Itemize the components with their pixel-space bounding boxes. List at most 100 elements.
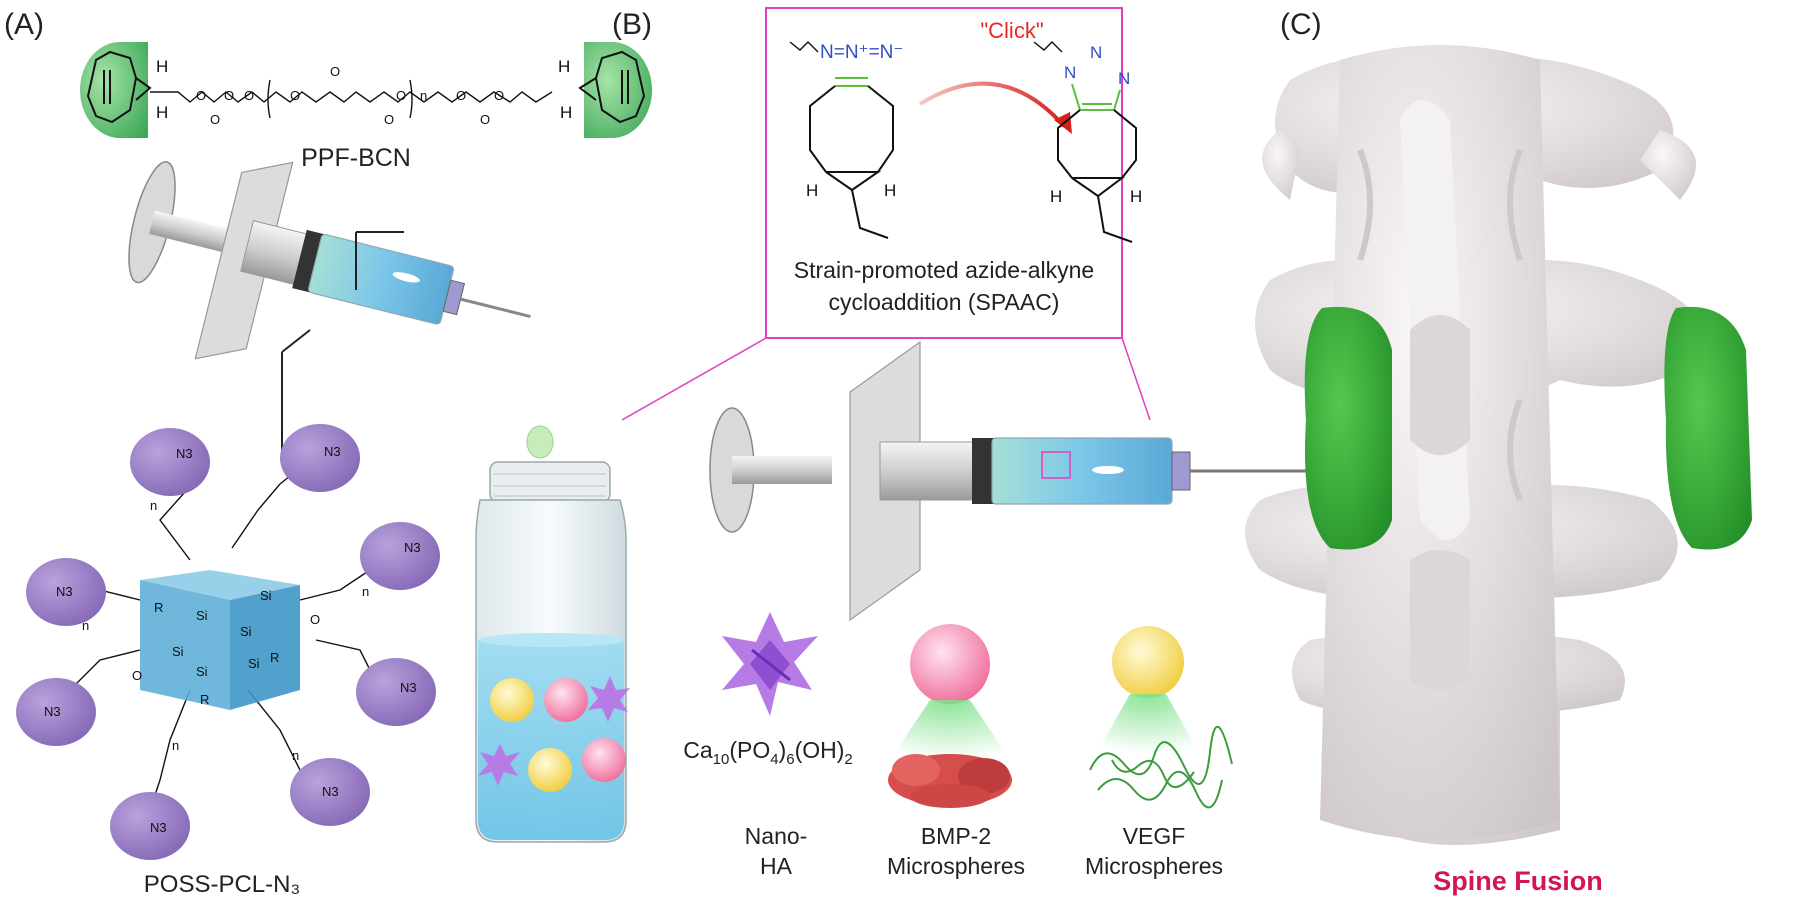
svg-text:N3: N3 [322, 784, 339, 799]
svg-text:N3: N3 [404, 540, 421, 555]
bmp2-label-line2: Microspheres [887, 853, 1025, 879]
svg-text:N=N⁺=N⁻: N=N⁺=N⁻ [820, 42, 903, 63]
svg-text:O: O [210, 112, 220, 127]
svg-text:O: O [480, 112, 490, 127]
azide-cap-6: N3 [16, 678, 96, 746]
svg-text:N: N [1118, 69, 1130, 88]
svg-text:O: O [290, 88, 300, 103]
svg-text:O: O [196, 88, 206, 103]
svg-text:R: R [200, 692, 209, 707]
svg-text:O: O [224, 88, 234, 103]
syringe-a [128, 161, 531, 360]
poss-pcl-n3-structure: Si Si Si Si Si Si R R R O O n n n n n n … [16, 424, 440, 860]
svg-text:H: H [558, 57, 570, 76]
svg-text:H: H [156, 57, 168, 76]
pink-microsphere [582, 738, 626, 782]
poss-pcl-n3-label: POSS-PCL-N₃ [144, 871, 300, 898]
svg-text:H: H [560, 103, 572, 122]
svg-text:N3: N3 [150, 820, 167, 835]
yellow-microsphere [490, 678, 534, 722]
ha-particle [478, 744, 520, 786]
azide-cap-5: N3 [356, 658, 436, 726]
azide-cap-3: N3 [360, 522, 440, 590]
svg-text:N3: N3 [176, 446, 193, 461]
azide-cap-1: N3 [130, 428, 210, 496]
ppf-bcn-structure: H H O O O O O O O O n O O O H H [80, 42, 652, 138]
svg-text:H: H [884, 181, 896, 200]
azide-cap-4: N3 [26, 558, 106, 626]
bcn-cap-right [584, 42, 652, 138]
panel-letter-c: (C) [1280, 8, 1322, 41]
svg-text:O: O [310, 612, 320, 627]
yellow-microsphere [528, 748, 572, 792]
svg-text:O: O [456, 88, 466, 103]
svg-text:O: O [494, 88, 504, 103]
gel-droplet [526, 425, 554, 459]
spaac-inset-box [765, 7, 1123, 339]
graft-right [1664, 306, 1752, 550]
azide-reactant: N=N⁺=N⁻ [789, 41, 903, 63]
nano-ha-label-line1: Nano- [745, 823, 808, 849]
svg-text:Si: Si [248, 656, 260, 671]
syringe-b [709, 340, 1318, 622]
spaac-label-line2: cycloaddition (SPAAC) [829, 289, 1060, 315]
vegf-microsphere [1089, 626, 1233, 809]
svg-text:n: n [292, 748, 299, 763]
svg-text:Si: Si [260, 588, 272, 603]
bcn-reactant: H H [806, 77, 896, 239]
svg-text:n: n [82, 618, 89, 633]
svg-text:O: O [330, 64, 340, 79]
spine-fusion-label: Spine Fusion [1433, 866, 1603, 896]
svg-text:N3: N3 [56, 584, 73, 599]
ha-particle [588, 676, 630, 722]
bcn-cap-left [80, 42, 148, 138]
vial [475, 461, 630, 843]
svg-text:H: H [156, 103, 168, 122]
triazole-product: N N N H H [1033, 41, 1142, 243]
reaction-arrow [918, 81, 1066, 128]
svg-text:Si: Si [196, 608, 208, 623]
svg-text:n: n [150, 498, 157, 513]
nano-ha-particle [722, 612, 818, 716]
svg-text:R: R [270, 650, 279, 665]
vegf-label-line1: VEGF [1123, 823, 1186, 849]
azide-cap-7: N3 [290, 758, 370, 826]
nano-ha-formula: Ca10(PO4)6(OH)2 [683, 737, 853, 768]
svg-text:O: O [132, 668, 142, 683]
zoom-line-right [1121, 337, 1151, 421]
svg-text:R: R [154, 600, 163, 615]
svg-text:Si: Si [196, 664, 208, 679]
svg-text:H: H [1130, 187, 1142, 206]
svg-text:n: n [172, 738, 179, 753]
graft-left [1304, 306, 1392, 550]
svg-text:n: n [420, 88, 427, 103]
click-label: "Click" [980, 18, 1043, 43]
svg-text:n: n [362, 584, 369, 599]
svg-text:N3: N3 [324, 444, 341, 459]
svg-text:Si: Si [240, 624, 252, 639]
svg-text:N: N [1090, 43, 1102, 62]
svg-text:N3: N3 [44, 704, 61, 719]
bmp2-label-line1: BMP-2 [921, 823, 991, 849]
pink-microsphere [544, 678, 588, 722]
spine-model [1245, 45, 1752, 845]
svg-text:O: O [244, 88, 254, 103]
svg-text:O: O [384, 112, 394, 127]
svg-text:H: H [1050, 187, 1062, 206]
svg-text:O: O [396, 88, 406, 103]
nano-ha-label-line2: HA [760, 853, 793, 879]
ppf-bcn-label: PPF-BCN [301, 144, 411, 172]
zoom-region-marker [1041, 451, 1071, 479]
azide-cap-8: N3 [110, 792, 190, 860]
panel-letter-b: (B) [612, 8, 652, 41]
vegf-label-line2: Microspheres [1085, 853, 1223, 879]
spaac-label-line1: Strain-promoted azide-alkyne [794, 257, 1094, 283]
panel-letter-a: (A) [4, 8, 44, 41]
svg-text:Si: Si [172, 644, 184, 659]
zoom-line-left [621, 337, 767, 421]
svg-text:H: H [806, 181, 818, 200]
svg-text:N: N [1064, 63, 1076, 82]
azide-cap-2: N3 [280, 424, 360, 492]
bmp2-microsphere [888, 624, 1012, 808]
